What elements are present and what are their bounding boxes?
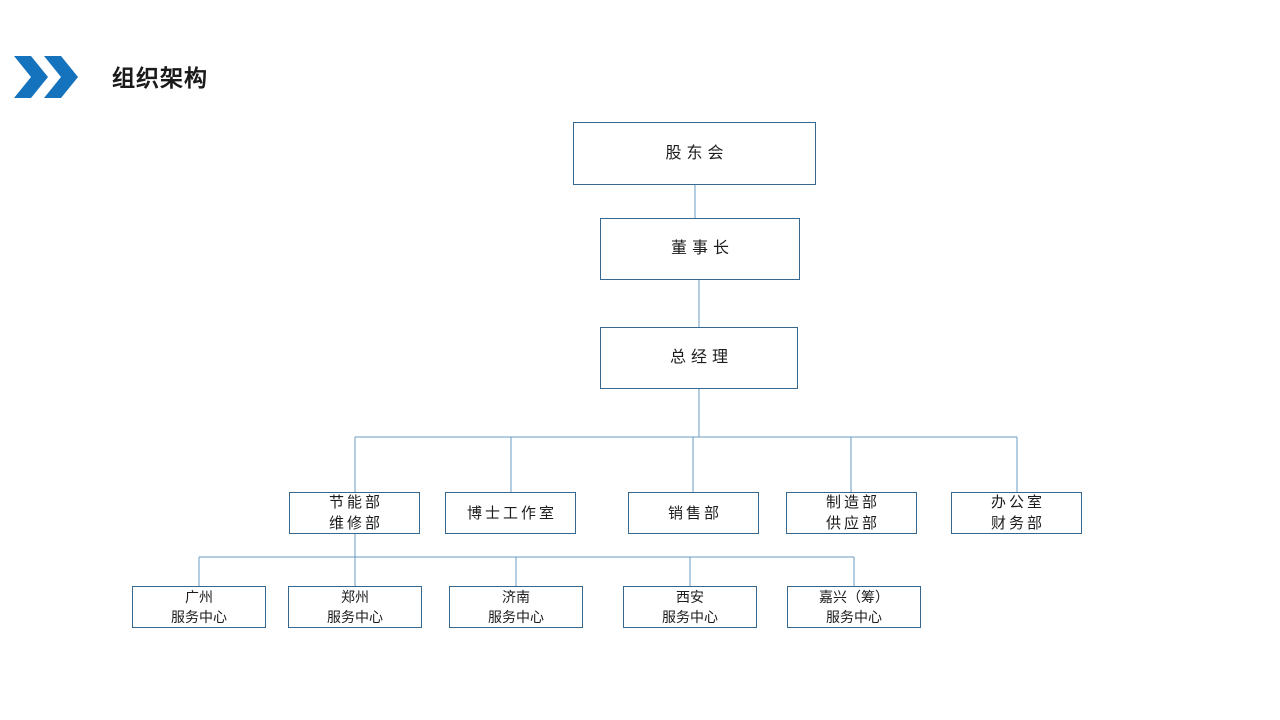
node-label-line2: 供应部 xyxy=(825,515,880,532)
node-label-line2: 服务中心 xyxy=(488,609,544,625)
chevron-right-icon-1 xyxy=(14,56,48,98)
node-energy-maintenance[interactable]: 节能部 维修部 xyxy=(289,492,420,534)
node-label-line2: 财务部 xyxy=(990,515,1045,532)
node-chairman[interactable]: 董事长 xyxy=(600,218,800,280)
node-label-line1: 股东会 xyxy=(665,144,729,162)
page-header: 组织架构 xyxy=(0,0,1280,130)
node-office-finance[interactable]: 办公室 财务部 xyxy=(951,492,1082,534)
node-manufacturing-supply[interactable]: 制造部 供应部 xyxy=(786,492,917,534)
node-doctoral-workstation[interactable]: 博士工作室 xyxy=(445,492,576,534)
node-label-line1: 广州 xyxy=(185,589,213,605)
page-title: 组织架构 xyxy=(112,65,208,91)
node-label-line1: 博士工作室 xyxy=(466,504,557,522)
node-label-line1: 总经理 xyxy=(669,349,733,366)
chevron-right-icon-2 xyxy=(44,56,78,98)
node-label-line2: 服务中心 xyxy=(662,609,718,625)
node-label-line1: 销售部 xyxy=(667,504,722,522)
node-xian-center[interactable]: 西安 服务中心 xyxy=(623,586,757,628)
node-zhengzhou-center[interactable]: 郑州 服务中心 xyxy=(288,586,422,628)
node-label-line2: 服务中心 xyxy=(171,609,227,625)
node-label-line1: 制造部 xyxy=(825,494,880,511)
node-label-line1: 西安 xyxy=(676,589,704,605)
node-label-line1: 济南 xyxy=(502,589,530,605)
node-label-line2: 服务中心 xyxy=(327,609,383,625)
node-label-line1: 嘉兴（筹） xyxy=(819,589,889,605)
node-jiaxing-center[interactable]: 嘉兴（筹） 服务中心 xyxy=(787,586,921,628)
node-label-line2: 维修部 xyxy=(328,515,383,532)
double-chevron-right-icon xyxy=(14,56,86,98)
node-general-manager[interactable]: 总经理 xyxy=(600,327,798,389)
node-label-line1: 节能部 xyxy=(328,494,383,511)
node-label-line2: 服务中心 xyxy=(826,609,882,625)
node-label-line1: 办公室 xyxy=(990,494,1045,511)
node-label-line1: 郑州 xyxy=(341,589,369,605)
node-guangzhou-center[interactable]: 广州 服务中心 xyxy=(132,586,266,628)
node-shareholders[interactable]: 股东会 xyxy=(573,122,816,185)
node-jinan-center[interactable]: 济南 服务中心 xyxy=(449,586,583,628)
node-label-line1: 董事长 xyxy=(670,240,734,257)
node-sales[interactable]: 销售部 xyxy=(628,492,759,534)
